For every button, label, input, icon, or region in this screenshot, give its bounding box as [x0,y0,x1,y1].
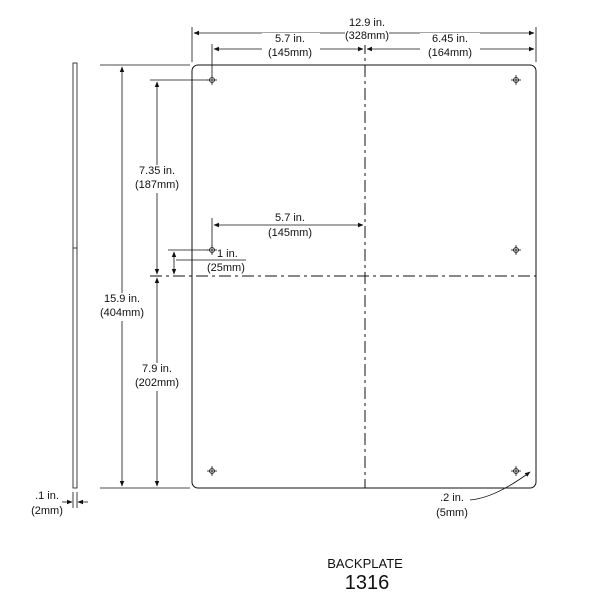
dim-thickness-mm: (2mm) [31,505,63,517]
dim-top-left-width-in: 5.7 in. [275,33,305,45]
hole-middle-left [207,245,217,255]
dim-inner-width-in: 5.7 in. [275,212,305,224]
dim-overall-height-in: 15.9 in. [104,293,140,305]
dim-corner-radius-in: .2 in. [440,492,464,504]
title-number: 1316 [345,572,390,594]
dim-inner-width-mm: (145mm) [268,227,312,239]
dim-upper-height-mm: (187mm) [135,179,179,191]
dim-small-offset-mm: (25mm) [207,262,245,274]
dim-top-right-width-mm: (164mm) [428,47,472,59]
leader-corner-radius [469,471,531,501]
side-view-plate [72,62,78,489]
dim-small-offset-in: 1 in. [217,248,238,260]
dim-top-left-width-mm: (145mm) [268,47,312,59]
dim-lower-height-in: 7.9 in. [142,363,172,375]
hole-bottom-right [511,466,521,476]
hole-bottom-left [207,466,217,476]
extension-lines [72,27,537,508]
dim-thickness-in: .1 in. [35,490,59,502]
dimension-lines [62,30,535,505]
hole-middle-right [511,245,521,255]
dim-lower-height-mm: (202mm) [135,377,179,389]
dim-upper-height-in: 7.35 in. [139,165,175,177]
dim-corner-radius-mm: (5mm) [436,507,468,519]
dim-overall-width-mm: (328mm) [345,30,389,42]
title-name: BACKPLATE [327,556,403,571]
dim-overall-width-in: 12.9 in. [349,17,385,29]
hole-top-left [207,75,217,85]
dimension-labels: 12.9 in. (328mm) 5.7 in. (145mm) 6.45 in… [31,17,480,519]
hole-top-right [511,75,521,85]
dim-overall-height-mm: (404mm) [100,307,144,319]
dim-top-right-width-in: 6.45 in. [432,33,468,45]
mounting-holes [207,75,521,476]
